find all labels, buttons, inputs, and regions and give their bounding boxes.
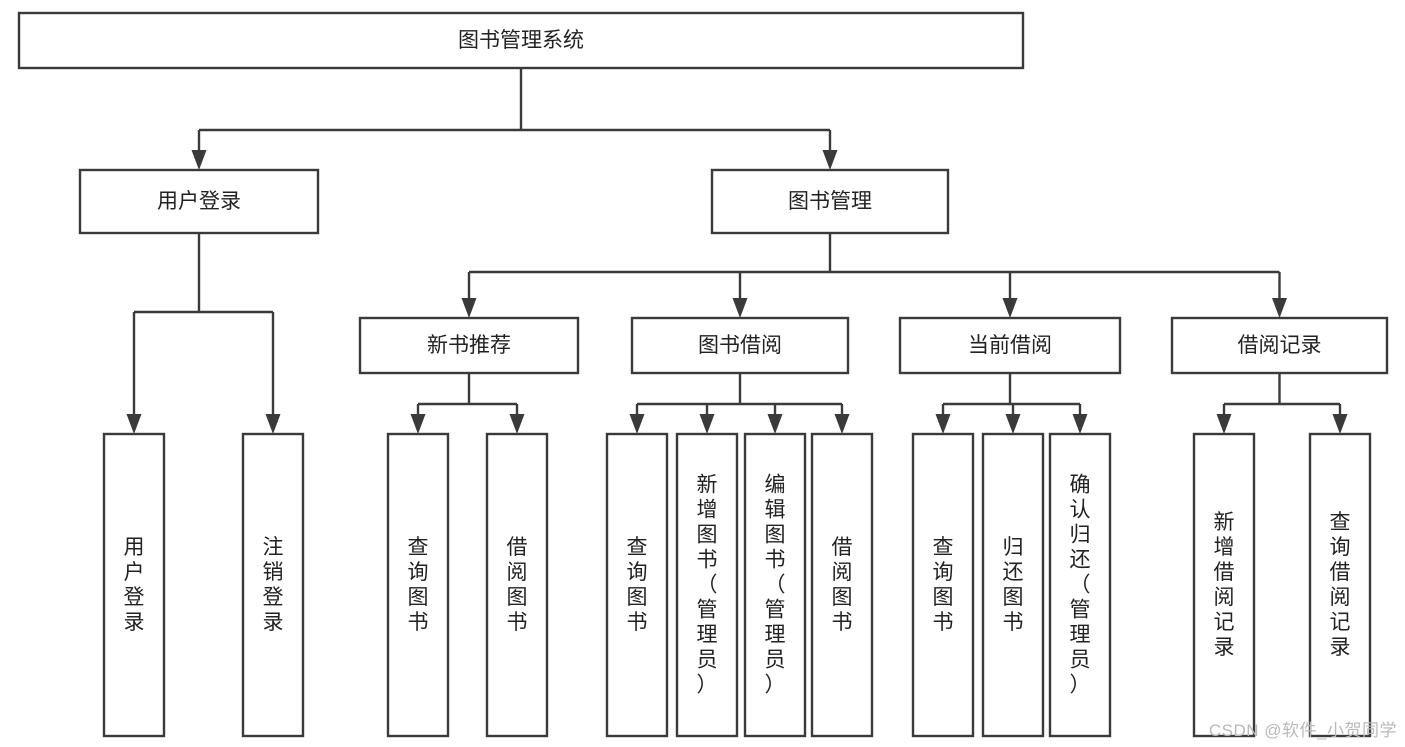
node-label-book-management: 图书管理 — [788, 190, 872, 213]
arrow-head-icon — [1005, 414, 1021, 434]
arrow-head-icon — [732, 298, 748, 318]
node-leaf-add-book-admin[interactable]: 新增图书（管理员） — [675, 432, 739, 738]
arrow-head-icon — [767, 414, 783, 434]
node-label-user-login: 用户登录 — [157, 190, 241, 213]
node-label-leaf-borrow-book-recommend: 借阅图书 — [507, 536, 528, 634]
arrow-head-icon — [461, 298, 477, 318]
arrow-head-icon — [935, 414, 951, 434]
node-leaf-query-book-borrow[interactable]: 查询图书 — [605, 432, 669, 738]
arrow-head-icon — [822, 150, 838, 170]
node-root[interactable]: 图书管理系统 — [17, 11, 1025, 70]
node-box-leaf-query-book-current — [911, 432, 975, 738]
node-box-leaf-query-book-recommend — [386, 432, 450, 738]
node-label-new-book-recommend: 新书推荐 — [427, 334, 511, 357]
nodes-layer: 图书管理系统用户登录图书管理新书推荐图书借阅当前借阅借阅记录用户登录注销登录查询… — [17, 11, 1389, 738]
node-label-leaf-add-borrow-record: 新增借阅记录 — [1214, 511, 1235, 659]
node-new-book-recommend[interactable]: 新书推荐 — [358, 316, 580, 375]
node-box-borrow-record — [1170, 316, 1389, 375]
node-box-book-management — [710, 168, 950, 235]
node-label-book-borrow: 图书借阅 — [698, 334, 782, 357]
arrow-head-icon — [1332, 414, 1348, 434]
node-box-new-book-recommend — [358, 316, 580, 375]
node-book-borrow[interactable]: 图书借阅 — [630, 316, 850, 375]
node-label-leaf-user-login: 用户登录 — [124, 536, 145, 634]
node-label-leaf-confirm-return-admin: 确认归还（管理员） — [1070, 474, 1091, 697]
node-leaf-logout-login[interactable]: 注销登录 — [241, 432, 305, 738]
node-box-current-borrow — [898, 316, 1122, 375]
node-box-leaf-confirm-return-admin — [1048, 432, 1112, 738]
arrow-head-icon — [410, 414, 426, 434]
node-box-leaf-edit-book-admin — [743, 432, 807, 738]
node-leaf-confirm-return-admin[interactable]: 确认归还（管理员） — [1048, 432, 1112, 738]
node-label-leaf-return-book: 归还图书 — [1003, 536, 1024, 634]
node-box-leaf-borrow-book — [810, 432, 874, 738]
arrow-head-icon — [126, 414, 142, 434]
arrow-head-icon — [1002, 298, 1018, 318]
arrow-head-icon — [629, 414, 645, 434]
arrow-head-icon — [265, 414, 281, 434]
node-leaf-borrow-book-recommend[interactable]: 借阅图书 — [485, 432, 549, 738]
node-box-leaf-user-login — [102, 432, 166, 738]
node-box-leaf-query-borrow-record — [1308, 432, 1372, 738]
node-label-root: 图书管理系统 — [458, 29, 584, 52]
node-label-leaf-query-book-recommend: 查询图书 — [408, 536, 429, 634]
arrow-head-icon — [1272, 298, 1287, 318]
node-box-leaf-return-book — [981, 432, 1045, 738]
arrow-head-icon — [191, 150, 207, 170]
node-box-leaf-add-borrow-record — [1192, 432, 1256, 738]
node-label-current-borrow: 当前借阅 — [968, 334, 1052, 357]
node-label-leaf-query-book-borrow: 查询图书 — [627, 536, 648, 634]
node-current-borrow[interactable]: 当前借阅 — [898, 316, 1122, 375]
node-box-leaf-borrow-book-recommend — [485, 432, 549, 738]
node-box-book-borrow — [630, 316, 850, 375]
node-label-leaf-borrow-book: 借阅图书 — [832, 536, 853, 634]
node-label-leaf-logout-login: 注销登录 — [263, 536, 284, 634]
arrow-head-icon — [1216, 414, 1232, 434]
node-label-borrow-record: 借阅记录 — [1238, 334, 1322, 357]
node-leaf-query-borrow-record[interactable]: 查询借阅记录 — [1308, 432, 1372, 738]
node-leaf-add-borrow-record[interactable]: 新增借阅记录 — [1192, 432, 1256, 738]
node-book-management[interactable]: 图书管理 — [710, 168, 950, 235]
node-leaf-user-login[interactable]: 用户登录 — [102, 432, 166, 738]
node-leaf-return-book[interactable]: 归还图书 — [981, 432, 1045, 738]
node-label-leaf-edit-book-admin: 编辑图书（管理员） — [765, 474, 786, 697]
node-label-leaf-add-book-admin: 新增图书（管理员） — [697, 474, 718, 697]
node-leaf-borrow-book[interactable]: 借阅图书 — [810, 432, 874, 738]
node-user-login[interactable]: 用户登录 — [78, 168, 320, 235]
arrow-head-icon — [1072, 414, 1088, 434]
node-leaf-query-book-recommend[interactable]: 查询图书 — [386, 432, 450, 738]
node-box-leaf-logout-login — [241, 432, 305, 738]
connectors-layer — [126, 68, 1348, 434]
arrow-head-icon — [699, 414, 715, 434]
node-leaf-edit-book-admin[interactable]: 编辑图书（管理员） — [743, 432, 807, 738]
node-box-leaf-query-book-borrow — [605, 432, 669, 738]
node-label-leaf-query-borrow-record: 查询借阅记录 — [1330, 511, 1351, 659]
node-box-user-login — [78, 168, 320, 235]
node-borrow-record[interactable]: 借阅记录 — [1170, 316, 1389, 375]
node-leaf-query-book-current[interactable]: 查询图书 — [911, 432, 975, 738]
node-label-leaf-query-book-current: 查询图书 — [933, 536, 954, 634]
arrow-head-icon — [509, 414, 525, 434]
node-box-root — [17, 11, 1025, 70]
node-box-leaf-add-book-admin — [675, 432, 739, 738]
arrow-head-icon — [834, 414, 850, 434]
